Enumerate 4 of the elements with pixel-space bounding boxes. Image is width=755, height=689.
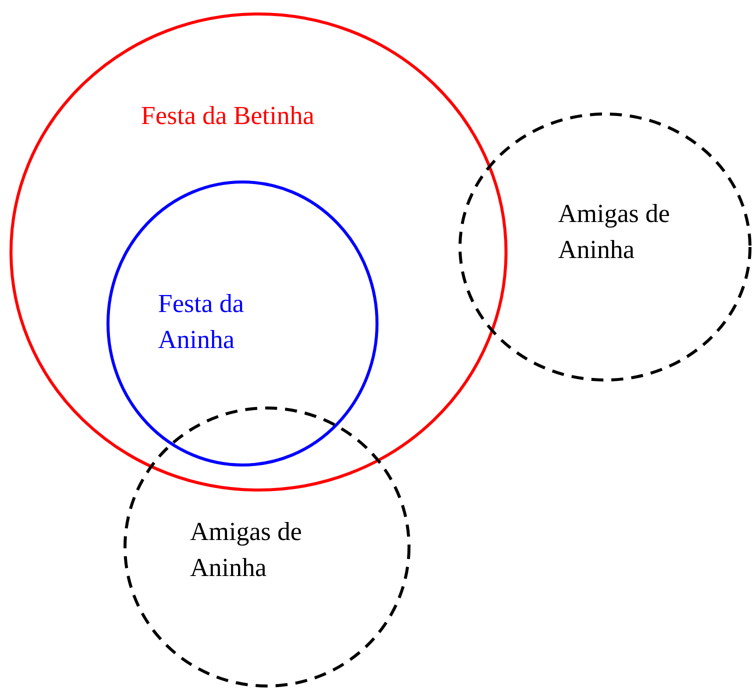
set-label: Amigas de Aninha [190,516,303,584]
set-label: Amigas de Aninha [558,198,671,266]
set-label: Festa da Aninha [158,288,245,356]
set-label: Festa da Betinha [141,100,316,132]
